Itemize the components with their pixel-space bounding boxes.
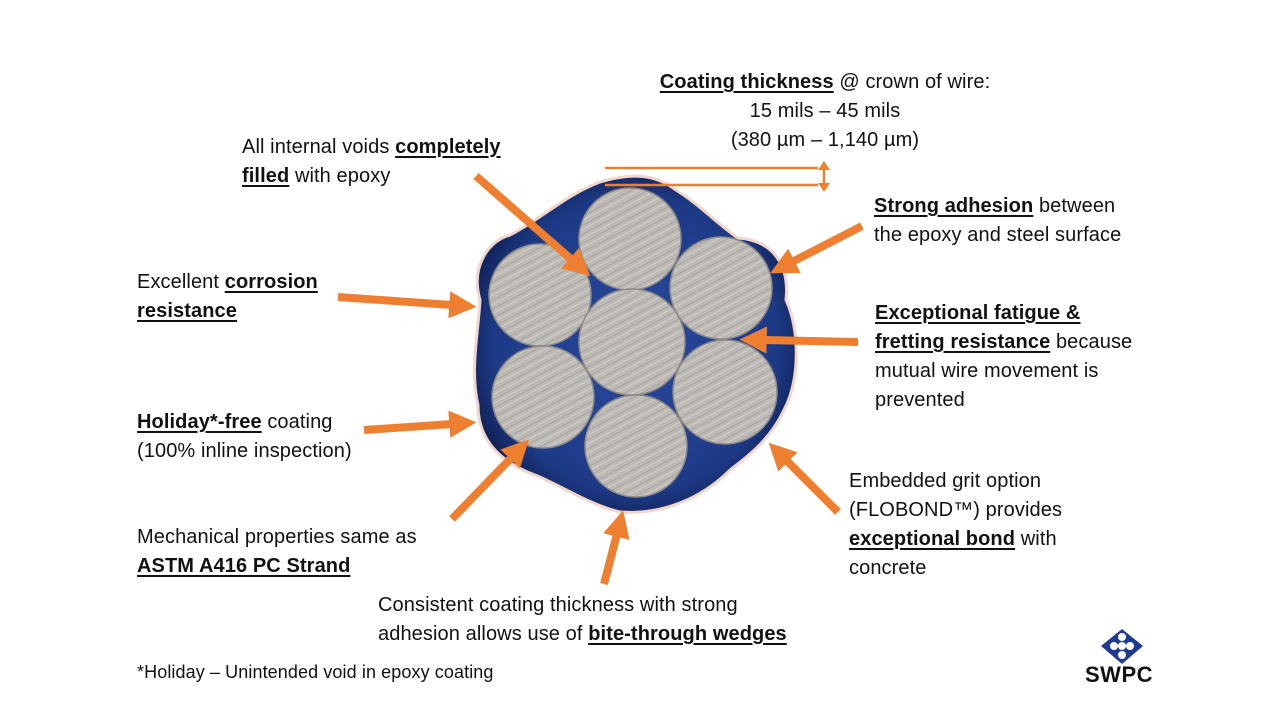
wire-lower-right (672, 339, 778, 445)
arrow-voids (473, 172, 591, 277)
swpc-logo-text: SWPC (1085, 662, 1153, 687)
callout-arrows (337, 172, 864, 586)
callout-mechanical-properties: Mechanical properties same as ASTM A416 … (137, 526, 417, 577)
callout-internal-voids: All internal voids completely filled wit… (242, 136, 501, 187)
wire-lower-left (491, 345, 595, 449)
arrow-fatigue (739, 326, 859, 354)
arrow-holiday (363, 410, 477, 438)
callout-embedded-grit: Embedded grit option (FLOBOND™) provides… (849, 470, 1063, 579)
callout-strong-adhesion: Strong adhesion between the epoxy and st… (874, 195, 1122, 246)
wire-center (578, 288, 686, 396)
steel-wires (488, 187, 778, 498)
thickness-indicator (605, 161, 830, 192)
wire-upper-left (488, 243, 592, 347)
callout-consistent-coating: Consistent coating thickness with strong… (378, 594, 787, 645)
callout-corrosion: Excellent corrosion resistance (137, 271, 318, 322)
footnote: *Holiday – Unintended void in epoxy coat… (137, 662, 494, 682)
wire-bottom (584, 394, 688, 498)
wire-upper-right (669, 236, 773, 340)
arrow-adhesion (770, 222, 864, 274)
callout-fatigue: Exceptional fatigue & fretting resistanc… (875, 302, 1133, 411)
callout-holiday-free: Holiday*-free coating (100% inline inspe… (137, 411, 352, 462)
arrow-consistent (600, 510, 630, 586)
arrow-grit (768, 442, 841, 515)
swpc-logo-icon (1101, 629, 1143, 664)
callout-coating-thickness: Coating thickness @ crown of wire: 15 mi… (659, 71, 991, 151)
wire-top (578, 187, 682, 291)
arrow-corrosion (337, 291, 477, 319)
arrow-mechanical (449, 439, 530, 522)
